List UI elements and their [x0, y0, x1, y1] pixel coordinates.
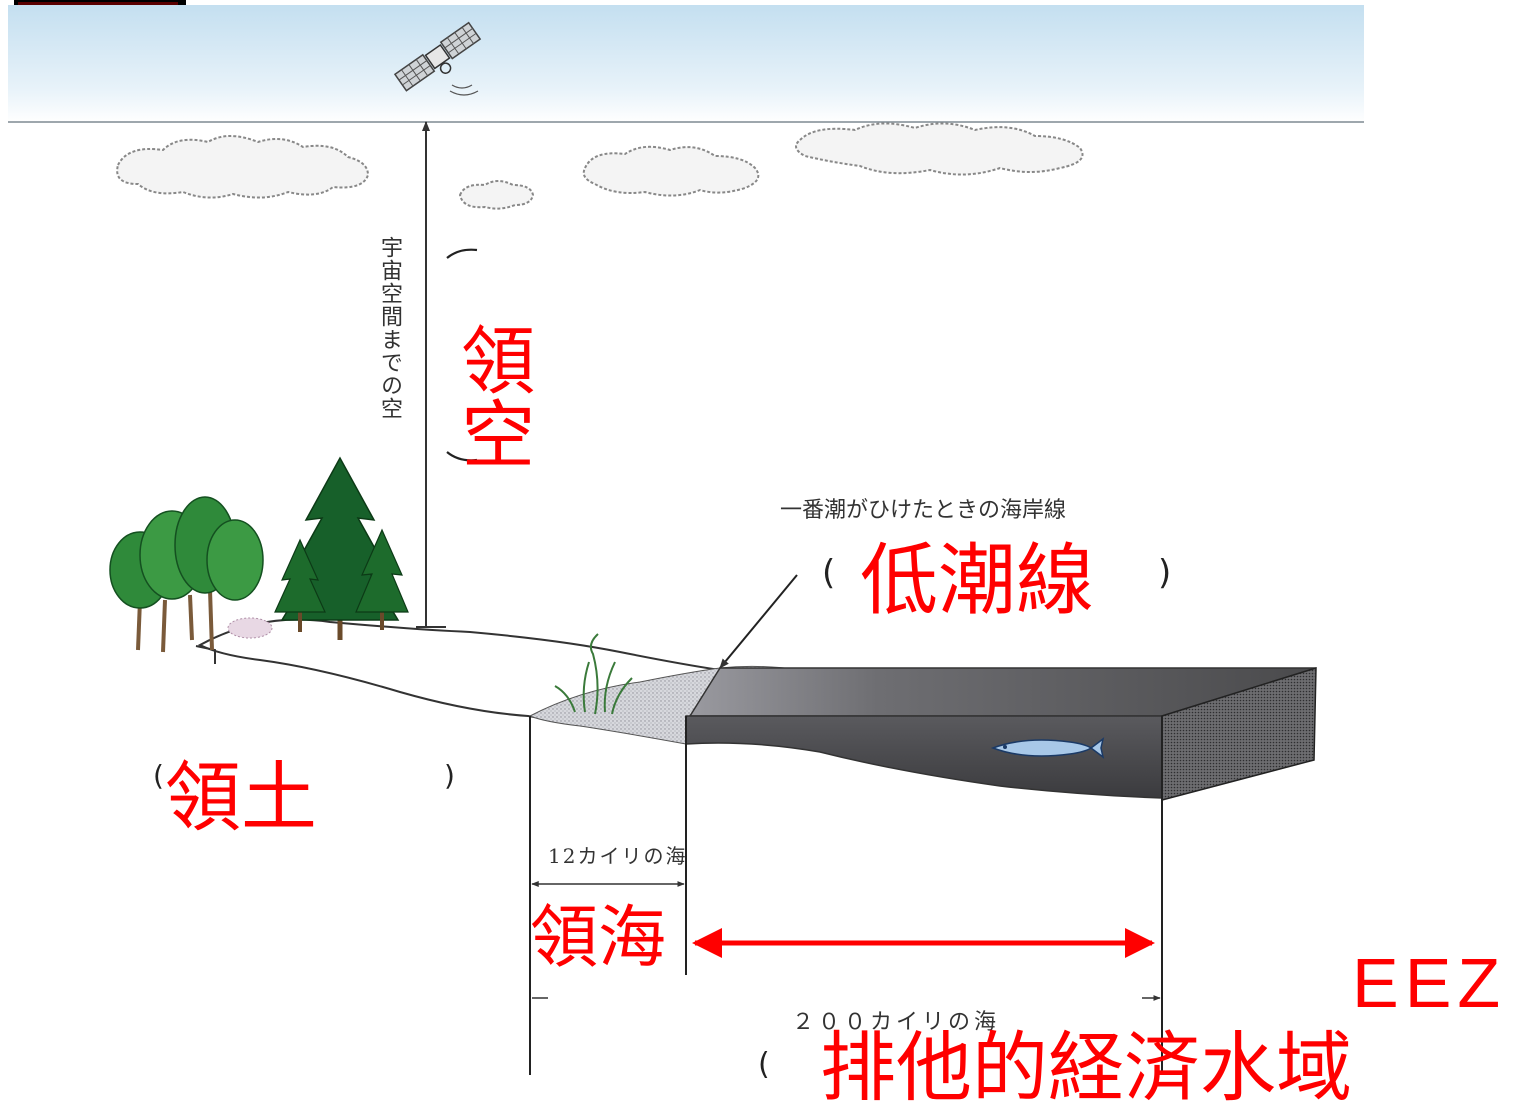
low-tide-open-paren: (: [822, 553, 836, 593]
low-tide-line-label: 低潮線: [860, 536, 1095, 626]
territory-close-paren: ): [444, 759, 455, 792]
fish-icon: [990, 737, 1105, 759]
two-hundred-nm-label: ２００カイリの海: [792, 1010, 1001, 1035]
airspace-label: 領空: [448, 322, 535, 470]
twelve-nm-label: 12カイリの海: [548, 844, 688, 868]
eez-abbr-label: EEZ: [1352, 944, 1507, 1022]
airspace-bracket: [446, 451, 478, 462]
low-tide-pointer: [719, 574, 798, 669]
cloud-icon: [795, 122, 1084, 176]
space-note-label: 宇宙空間までの空: [377, 236, 402, 420]
shrub: [227, 617, 273, 639]
cloud-icon: [116, 135, 370, 199]
territory-label: 領土: [165, 753, 317, 842]
tree-icon: [109, 496, 264, 653]
eez-open-paren: (: [758, 1047, 770, 1082]
signal-waves: [449, 84, 479, 96]
satellite-icon: [393, 21, 482, 92]
tree-icon: [274, 456, 409, 640]
coastline-note-label: 一番潮がひけたときの海岸線: [780, 498, 1067, 523]
seaweed-icon: [554, 633, 633, 715]
land-bottom-edge: [195, 645, 216, 664]
sky-band: [8, 5, 1364, 123]
airspace-bracket: [446, 248, 478, 259]
low-tide-close-paren: ): [1158, 553, 1172, 593]
territorial-sea-label: 領海: [530, 899, 667, 978]
eez-full-label: 排他的経済水域: [820, 1023, 1352, 1112]
cloud-icon: [458, 180, 535, 210]
territory-open-paren: (: [153, 759, 164, 792]
cloud-icon: [582, 145, 760, 197]
sea-front: [685, 715, 1163, 799]
